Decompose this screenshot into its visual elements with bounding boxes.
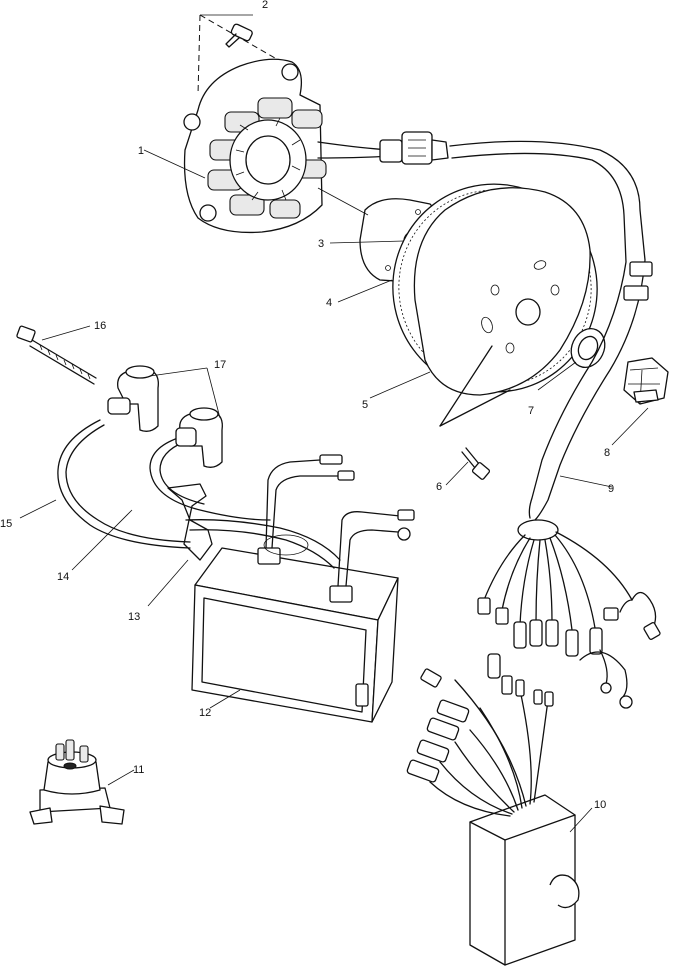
part-16-cable-tie [16, 325, 97, 385]
part-12-cdi-box [191, 454, 415, 723]
part-9-wire-harness [449, 140, 661, 709]
callout-6: 6 [436, 481, 442, 493]
part-13-coil-bracket [167, 483, 341, 569]
part-2-screw [197, 14, 283, 96]
part-7-washer [570, 328, 606, 368]
callout-11: 11 [133, 764, 144, 776]
leader-lines [19, 149, 649, 833]
callout-14: 14 [57, 571, 69, 583]
callout-8: 8 [604, 447, 610, 459]
part-17-spark-plug-caps [107, 365, 223, 468]
part-5-flywheel [392, 183, 598, 396]
callout-labels: 1 2 3 4 5 6 7 8 9 10 11 12 13 14 15 16 1… [0, 0, 614, 811]
callout-10: 10 [594, 799, 606, 811]
callout-13: 13 [128, 611, 140, 623]
callout-12: 12 [199, 707, 211, 719]
callout-7: 7 [528, 405, 534, 417]
part-6-bolt [439, 345, 511, 480]
callout-17: 17 [214, 359, 226, 371]
part-8-nut [623, 357, 669, 405]
callout-16: 16 [94, 320, 106, 332]
part-10-junction-box [406, 653, 580, 966]
callout-3: 3 [318, 238, 324, 250]
part-15-ht-lead [57, 419, 191, 549]
part-14-ht-lead [149, 437, 271, 521]
callout-9: 9 [608, 483, 614, 495]
part-1-stator-assembly [183, 58, 327, 234]
stator-lead-wires [317, 131, 449, 165]
callout-1: 1 [138, 145, 144, 157]
callout-2: 2 [262, 0, 268, 11]
callout-15: 15 [0, 518, 12, 530]
callout-5: 5 [362, 399, 368, 411]
callout-4: 4 [326, 297, 332, 309]
part-11-solenoid [29, 739, 125, 825]
